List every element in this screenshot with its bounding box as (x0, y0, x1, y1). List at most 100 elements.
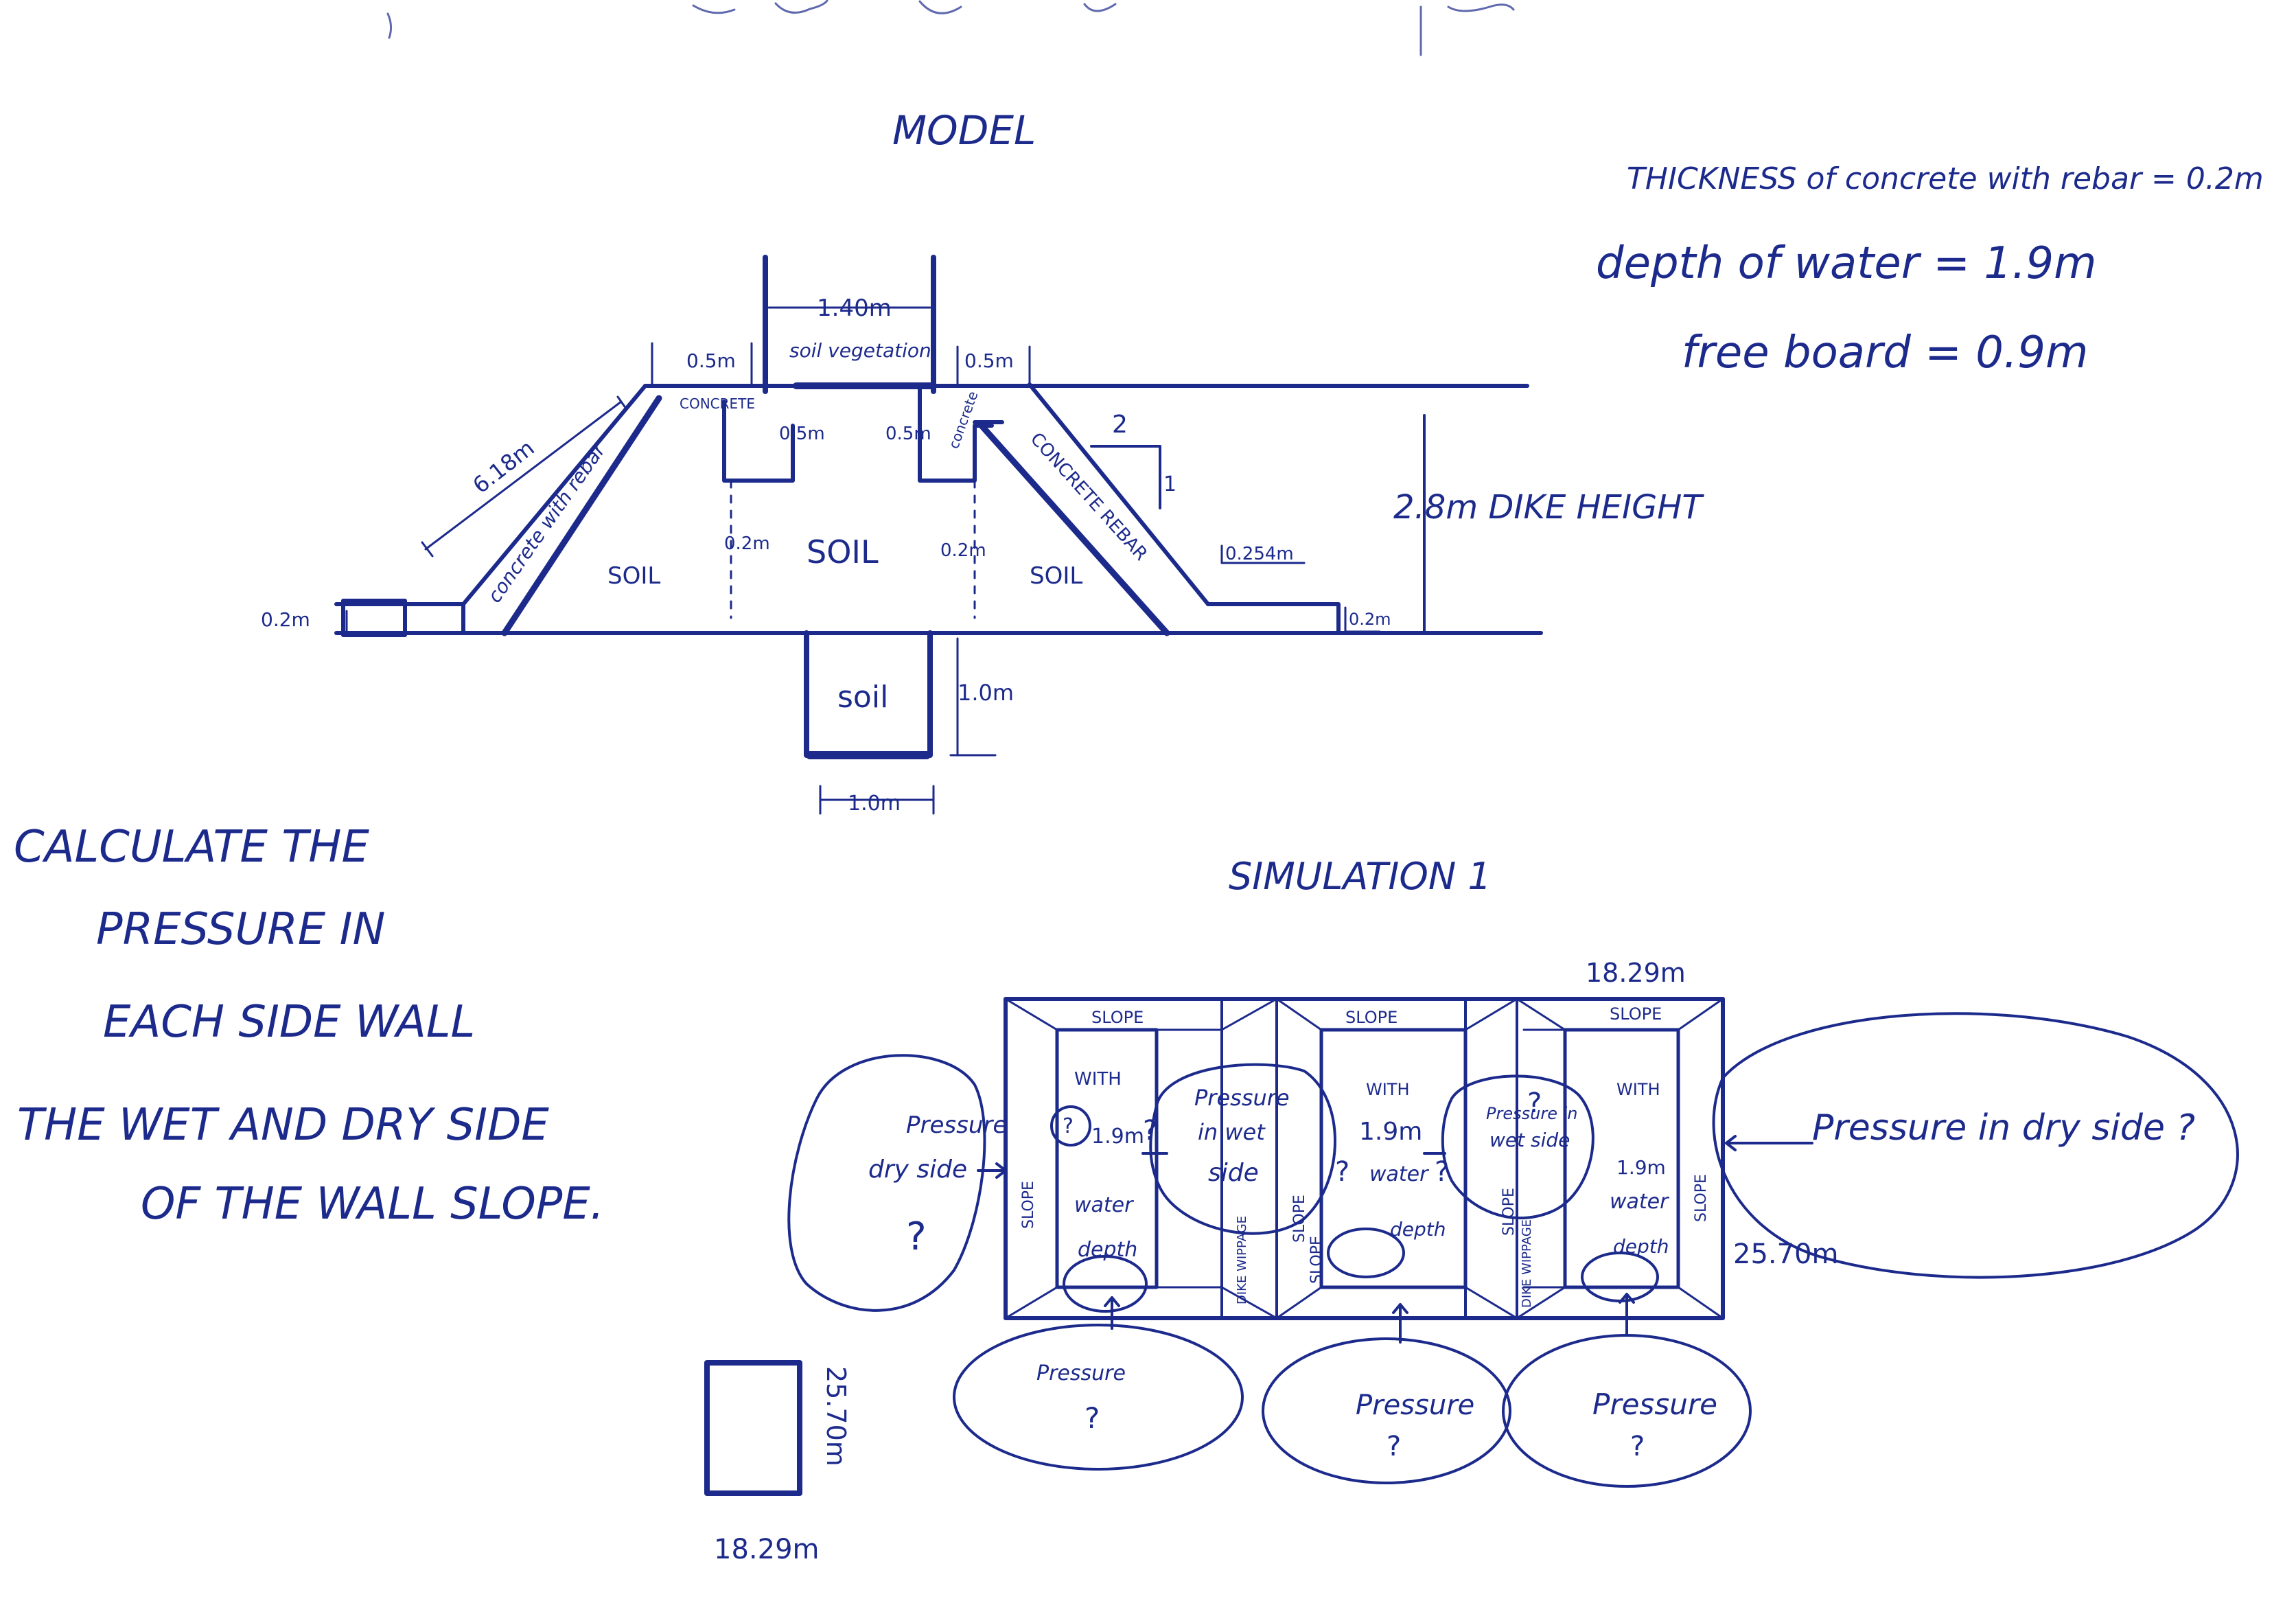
question-text: CALCULATE THE PRESSURE IN EACH SIDE WALL… (14, 822, 604, 1230)
cell3-depth-value: 1.9m (1616, 1156, 1666, 1179)
note-freeboard: free board = 0.9m (1682, 327, 2088, 378)
cell3-water: water (1610, 1190, 1669, 1214)
mark-circle-3 (1327, 1228, 1405, 1278)
bubble-left-dry-line-3: ? (906, 1214, 927, 1259)
small-mark-4: ? (1435, 1156, 1449, 1188)
bubble-bottom-2 (1262, 1337, 1511, 1484)
slope-label-6: SLOPE (1500, 1188, 1518, 1236)
bubble-wet-left (1149, 1063, 1336, 1235)
right-outer-slope (1028, 382, 1210, 606)
bubble-bottom-2-line-2: ? (1387, 1431, 1401, 1462)
label-key-width: 1.0m (848, 792, 901, 816)
label-slope-length: 6.18m (468, 435, 540, 498)
bubble-texts: Pressure dry side ? Pressure in wet side… (868, 1085, 2195, 1462)
cell2-depth-value: 1.9m (1359, 1118, 1422, 1146)
label-soil-vegetation: soil vegetation (789, 339, 931, 362)
label-slope-ratio-h: 2 (1112, 411, 1128, 439)
slope-label-3: SLOPE (1610, 1004, 1662, 1024)
slope-label-2: SLOPE (1345, 1008, 1398, 1027)
label-key-soil: soil (837, 680, 888, 715)
bubble-wet-right (1441, 1074, 1595, 1220)
right-toe (1206, 602, 1341, 635)
divider-1 (1220, 998, 1278, 1320)
dike-cross-section (334, 255, 1543, 815)
small-mark-2: ? (1143, 1115, 1157, 1147)
top-scribble (386, 0, 1515, 56)
arrow-bottom-1 (1104, 1296, 1120, 1330)
bubble-right-dry-text: Pressure in dry side ? (1812, 1107, 2195, 1149)
question-line-2: PRESSURE IN (96, 904, 385, 955)
bubble-bottom-3-line-2: ? (1630, 1431, 1645, 1462)
left-outer-slope (461, 384, 647, 606)
bubble-left-dry-line-1: Pressure (906, 1112, 1007, 1139)
cell-3-inner (1563, 1028, 1680, 1289)
simulation-width: 25.70m (1733, 1239, 1838, 1270)
bubble-wet-right-line-2: wet side (1489, 1129, 1570, 1151)
cell1-water: water (1074, 1193, 1134, 1217)
model-labels: 1.40m soil vegetation 0.5m 0.5m CONCRETE… (261, 295, 1704, 816)
label-soil-left: SOIL (607, 562, 660, 590)
label-concrete-left: CONCRETE (680, 395, 755, 412)
mark-circle-1 (1050, 1105, 1091, 1147)
bubble-wet-right-line-1: Pressure in (1486, 1104, 1577, 1123)
bubble-wet-left-line-2: in wet (1198, 1119, 1266, 1145)
label-key-depth: 1.0m (958, 680, 1014, 706)
label-inner-left-depth: 0.5m (779, 424, 825, 444)
label-slope-ratio-v: 1 (1163, 472, 1176, 496)
model-title: MODEL (892, 107, 1036, 154)
label-toe-width: 0.254m (1225, 544, 1294, 564)
label-soil-center: SOIL (807, 533, 879, 571)
simulation-title: SIMULATION 1 (1229, 855, 1492, 898)
left-inner-slope (501, 395, 662, 636)
cell2-depth: depth (1390, 1218, 1446, 1241)
key-dim-vert (949, 637, 997, 757)
top-right-dim (956, 345, 1031, 386)
simulation-length: 18.29m (1586, 958, 1686, 988)
slope-label-8: SLOPE (1308, 1236, 1325, 1284)
cell-1-inner (1055, 1028, 1159, 1289)
dike-label-2: DIKE WIPPAGE (1520, 1219, 1534, 1308)
small-mark-5: ? (1527, 1087, 1542, 1119)
pressure-bubbles (787, 1012, 2239, 1488)
mark-circle-2 (1063, 1255, 1148, 1313)
dike-label-1: DIKE WIPPAGE (1235, 1216, 1249, 1304)
question-line-4: THE WET AND DRY SIDE (17, 1100, 549, 1151)
slope-label-1: SLOPE (1091, 1008, 1144, 1027)
question-line-5: OF THE WALL SLOPE. (141, 1179, 604, 1230)
note-thickness: THICKNESS of concrete with rebar = 0.2m (1627, 161, 2264, 196)
bubble-left-dry-line-2: dry side (868, 1155, 967, 1184)
slope-label-4: SLOPE (1020, 1181, 1037, 1229)
arrow-left-dry (977, 1162, 1007, 1179)
bubble-bottom-1-line-2: ? (1085, 1401, 1100, 1435)
top-left-dim (651, 342, 753, 386)
arrow-right-dry (1725, 1135, 1813, 1151)
bubble-wet-left-line-1: Pressure (1194, 1085, 1290, 1111)
label-toe-thickness-right: 0.2m (1349, 610, 1391, 629)
simulation-slope-labels: SLOPE SLOPE SLOPE SLOPE SLOPE SLOPE SLOP… (1020, 1004, 1710, 1308)
tank-width: 25.70m (821, 1366, 851, 1466)
bubble-right-dry (1712, 1012, 2239, 1279)
bubble-left-dry (787, 1054, 986, 1312)
cell3-with: WITH (1616, 1080, 1660, 1099)
cell1-depth-value: 1.9m (1091, 1125, 1144, 1149)
label-dike-height: 2.8m DIKE HEIGHT (1393, 488, 1704, 527)
inner-step-left (722, 400, 795, 483)
note-water-depth: depth of water = 1.9m (1596, 238, 2096, 289)
tank-rectangle (704, 1360, 802, 1496)
divider-2 (1464, 998, 1518, 1320)
left-toe-block (341, 599, 407, 637)
slope-label-7: SLOPE (1693, 1174, 1710, 1222)
toe-dim-right (1220, 544, 1306, 564)
slope-length-dim (421, 395, 627, 557)
simulation-plan (1004, 997, 1725, 1320)
label-toe-thickness-left: 0.2m (261, 608, 310, 631)
slope-ratio-triangle (1090, 445, 1161, 509)
key-dim-horiz (819, 785, 935, 815)
bubble-wet-left-line-3: side (1208, 1159, 1259, 1187)
cell2-with: WITH (1366, 1080, 1410, 1099)
bubble-bottom-1-line-1: Pressure (1036, 1361, 1126, 1385)
cell3-depth: depth (1613, 1235, 1669, 1258)
cell-texts: WITH 1.9m water depth WITH 1.9m water de… (1074, 1069, 1669, 1262)
bubble-bottom-1 (953, 1324, 1244, 1471)
